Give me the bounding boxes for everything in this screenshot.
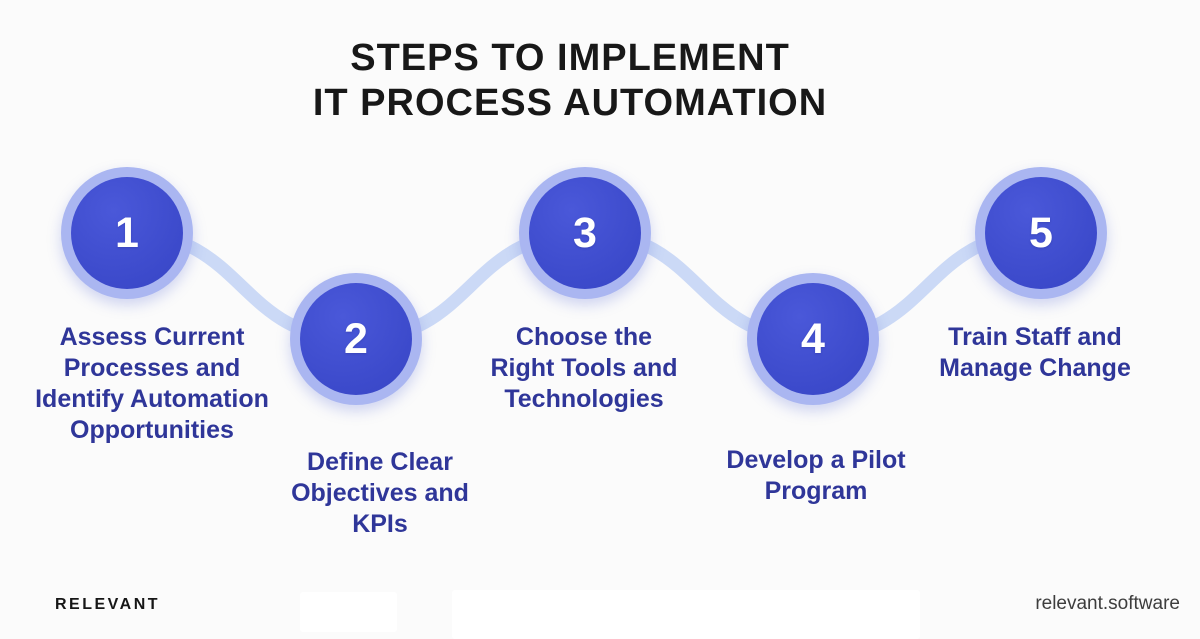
step-label-2-line3: KPIs — [352, 510, 408, 538]
step-number-4: 4 — [801, 314, 825, 363]
step-label-1-line4: Opportunities — [70, 416, 234, 444]
step-circle-5-inner: 5 — [985, 177, 1097, 289]
step-label-1: Assess Current Processes and Identify Au… — [35, 322, 269, 446]
step-label-3: Choose the Right Tools and Technologies — [490, 322, 677, 415]
step-label-2-line1: Define Clear — [307, 448, 453, 476]
step-number-5: 5 — [1029, 208, 1053, 257]
step-circle-1: 1 — [61, 167, 193, 299]
step-label-4-line2: Program — [764, 477, 868, 505]
step-number-1: 1 — [115, 208, 139, 257]
step-circle-4: 4 — [747, 273, 879, 405]
step-label-4-line1: Develop a Pilot — [726, 446, 906, 474]
step-circle-2: 2 — [290, 273, 422, 405]
background-block — [300, 592, 397, 632]
step-number-3: 3 — [573, 208, 597, 257]
step-label-3-line3: Technologies — [504, 385, 664, 413]
step-circle-3-inner: 3 — [529, 177, 641, 289]
background-block — [452, 590, 920, 639]
step-number-2: 2 — [344, 314, 368, 363]
step-label-5: Train Staff and Manage Change — [939, 322, 1131, 384]
step-label-1-line2: Processes and — [63, 354, 241, 382]
step-label-5-line1: Train Staff and — [948, 323, 1122, 351]
step-label-3-line1: Choose the — [515, 323, 653, 351]
step-circle-5: 5 — [975, 167, 1107, 299]
step-label-1-line1: Assess Current — [59, 323, 245, 351]
brand-logo: RELEVANT — [55, 596, 161, 613]
step-label-5-line2: Manage Change — [939, 354, 1131, 382]
step-label-2-line2: Objectives and — [291, 479, 469, 507]
website-url: relevant.software — [1035, 593, 1180, 614]
page-title-line2: IT PROCESS AUTOMATION — [312, 82, 828, 124]
page-title-line1: STEPS TO IMPLEMENT — [350, 37, 790, 79]
step-circle-1-inner: 1 — [71, 177, 183, 289]
step-label-3-line2: Right Tools and — [490, 354, 678, 382]
page-title: STEPS TO IMPLEMENT IT PROCESS AUTOMATION — [0, 36, 1140, 126]
step-label-1-line3: Identify Automation — [35, 385, 269, 413]
step-circle-2-inner: 2 — [300, 283, 412, 395]
step-circle-4-inner: 4 — [757, 283, 869, 395]
step-label-2: Define Clear Objectives and KPIs — [291, 447, 469, 540]
step-label-4: Develop a Pilot Program — [726, 445, 905, 507]
step-circle-3: 3 — [519, 167, 651, 299]
